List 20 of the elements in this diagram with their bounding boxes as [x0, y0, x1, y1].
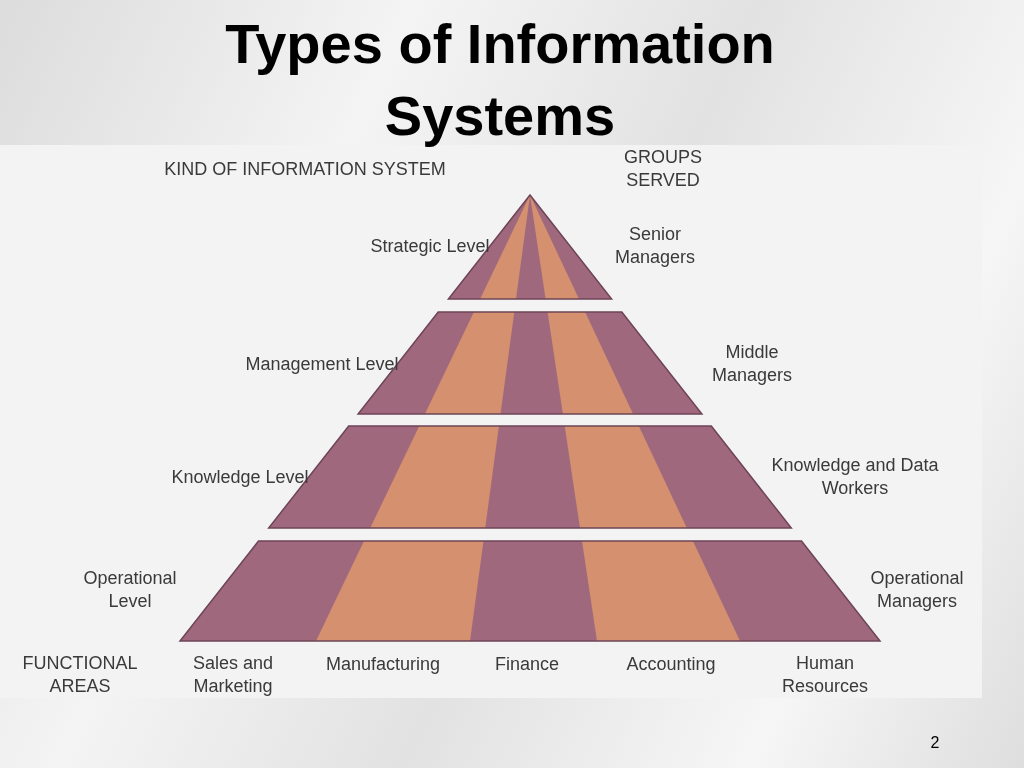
group-label: Senior Managers — [613, 223, 696, 269]
level-label: Knowledge Level — [170, 465, 310, 489]
functional-area-label: Accounting — [625, 652, 717, 676]
functional-area-label: Manufacturing — [324, 652, 442, 676]
slide-title: Types of Information Systems — [224, 11, 776, 149]
functional-area-label: Finance — [493, 652, 560, 676]
group-label: Operational Managers — [869, 567, 965, 613]
functional-area-label: Human Resources — [780, 652, 869, 698]
page-number: 2 — [929, 732, 941, 753]
group-label: Middle Managers — [710, 341, 793, 387]
row-heading: FUNCTIONAL AREAS — [21, 652, 139, 698]
pyramid-layer — [356, 311, 704, 415]
level-label: Management Level — [244, 352, 400, 376]
functional-area-label: Sales and Marketing — [191, 652, 275, 698]
column-heading: KIND OF INFORMATION SYSTEM — [163, 157, 447, 181]
group-label: Knowledge and Data Workers — [770, 454, 940, 500]
pyramid-layer — [446, 193, 614, 300]
column-heading: GROUPS SERVED — [623, 146, 703, 192]
level-label: Operational Level — [82, 567, 178, 613]
level-label: Strategic Level — [370, 234, 490, 258]
